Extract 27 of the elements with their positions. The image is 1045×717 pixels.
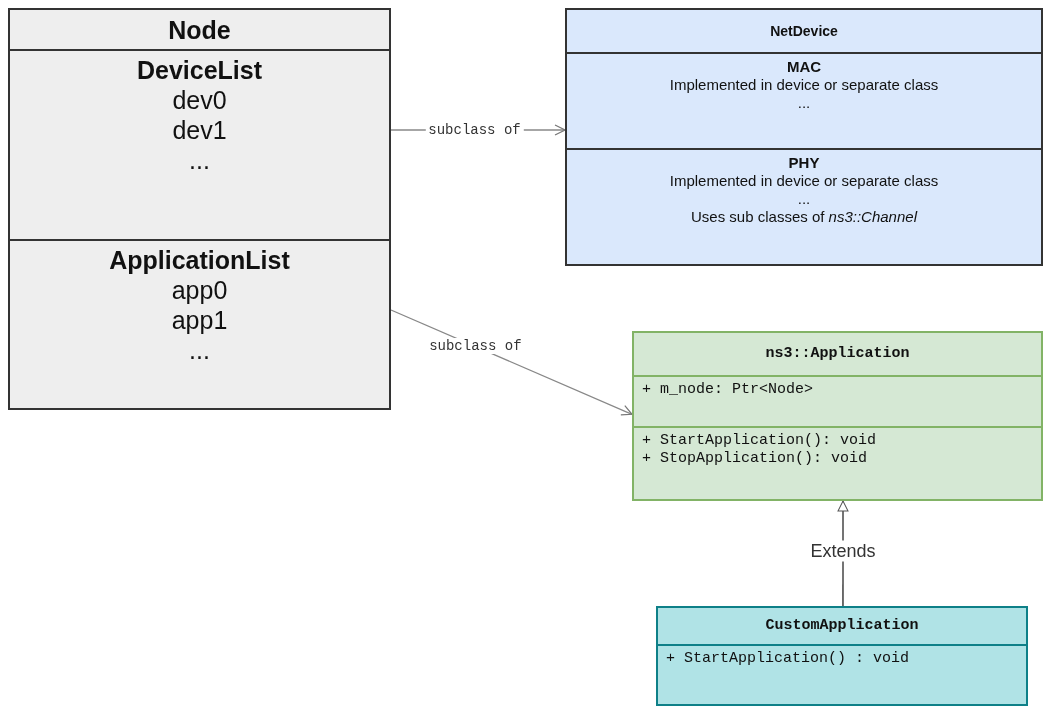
class-box [565, 8, 1043, 266]
class-member: + StartApplication(): void [642, 432, 878, 450]
list-item: ... [796, 94, 812, 112]
list-item: ... [188, 335, 211, 365]
list-item: dev0 [171, 85, 228, 115]
list-item: ... [188, 145, 211, 175]
list-item: ... [796, 190, 812, 208]
section-heading: DeviceList [135, 55, 264, 85]
section-heading: ApplicationList [108, 245, 291, 275]
list-item: Implemented in device or separate class [668, 76, 940, 94]
list-item: Implemented in device or separate class [668, 172, 940, 190]
class-name: ns3::Application [765, 345, 910, 363]
list-item: app1 [170, 305, 229, 335]
class-name: Node [168, 14, 231, 45]
class-name: NetDevice [770, 22, 838, 40]
section-heading: PHY [787, 154, 821, 172]
class-box [656, 606, 1028, 706]
class-member: + StopApplication(): void [642, 450, 869, 468]
class-name: CustomApplication [765, 617, 919, 635]
class-member: + m_node: Ptr<Node> [642, 381, 815, 399]
list-item: Uses sub classes of ns3::Channel [690, 208, 919, 226]
class-member: + StartApplication() : void [666, 650, 911, 668]
class-box [632, 331, 1043, 501]
list-item: dev1 [171, 115, 228, 145]
list-item: app0 [170, 275, 229, 305]
class-box [8, 8, 391, 410]
section-heading: MAC [785, 58, 823, 76]
